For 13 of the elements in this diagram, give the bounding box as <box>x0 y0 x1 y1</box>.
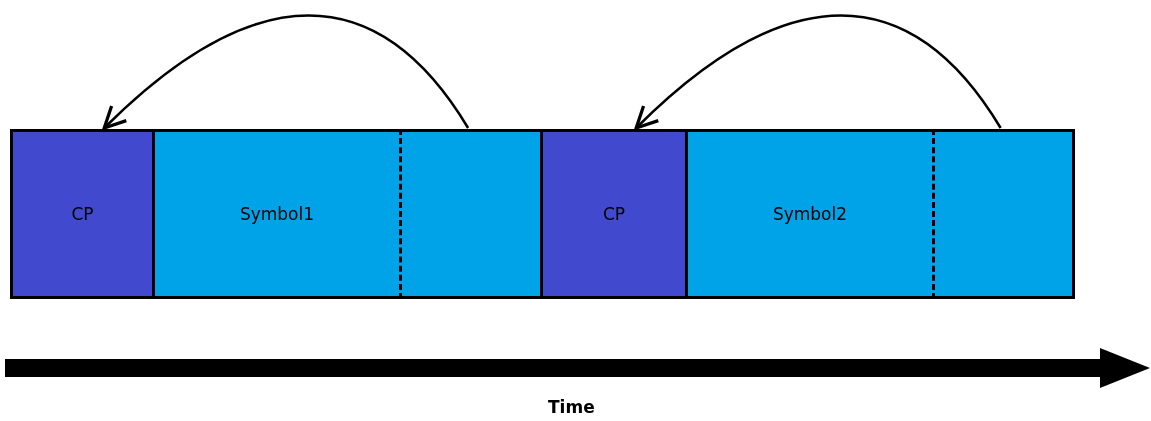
segment-label: Symbol2 <box>772 204 848 224</box>
symbol-segment <box>152 129 402 299</box>
curved-arrow <box>634 14 1002 130</box>
symbol-segment <box>685 129 935 299</box>
axis-label: Time <box>548 397 595 417</box>
segment-label: CP <box>71 204 94 224</box>
symbol-tail-segment <box>399 129 543 299</box>
curved-arrow <box>102 14 470 130</box>
cp-segment <box>540 129 688 299</box>
cp-segment <box>10 129 155 299</box>
symbol-tail-segment <box>932 129 1075 299</box>
segment-label: Symbol1 <box>239 204 315 224</box>
segment-label: CP <box>602 204 626 224</box>
